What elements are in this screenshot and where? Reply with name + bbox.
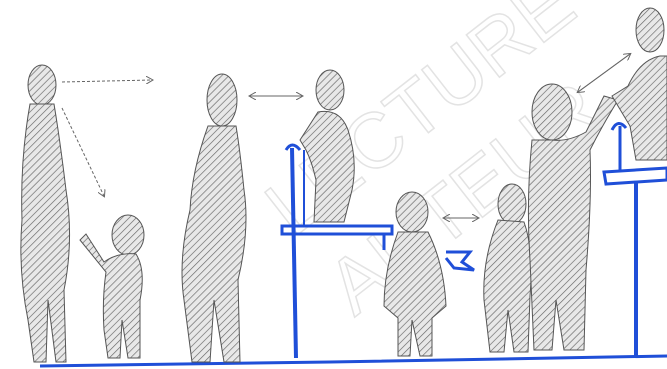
sightline-arrow-2: [61, 107, 104, 196]
ground-line: [39, 354, 667, 368]
adult-figure-1: [20, 64, 71, 363]
changing-table: [280, 143, 394, 359]
child-figure-2: [383, 191, 447, 357]
adult-figure-2: [181, 73, 247, 363]
child-figure-1: [79, 214, 145, 359]
adult-figure-3: [527, 83, 619, 351]
blue-toy: [444, 250, 475, 272]
child-figure-on-counter: [611, 7, 667, 161]
sightline-arrow-1: [61, 80, 152, 82]
sightline-arrow-5b: [578, 53, 631, 92]
child-figure-on-table: [299, 69, 355, 223]
high-counter: [602, 122, 667, 356]
